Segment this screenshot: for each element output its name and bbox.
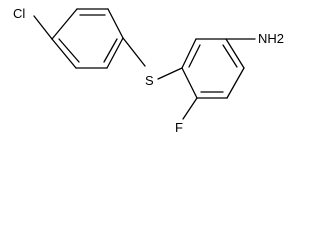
fluorine-label: F bbox=[175, 120, 183, 135]
bond bbox=[226, 67, 245, 99]
double-bond-inner bbox=[222, 44, 238, 68]
double-bond-inner bbox=[188, 44, 201, 68]
bond bbox=[51, 8, 78, 40]
sulfur-label: S bbox=[145, 73, 154, 88]
s-c-bond-right bbox=[157, 67, 183, 80]
c-s-bond-left bbox=[122, 37, 146, 67]
double-bond-inner bbox=[58, 38, 80, 63]
aminofluorophenyl-ring bbox=[181, 38, 245, 99]
bond bbox=[225, 38, 245, 69]
bond bbox=[51, 38, 77, 69]
bond bbox=[106, 37, 124, 69]
chlorophenyl-ring bbox=[51, 8, 124, 69]
bond bbox=[181, 67, 198, 99]
amine-label: NH2 bbox=[258, 31, 284, 46]
c-cl-bond bbox=[33, 15, 53, 40]
double-bond-inner bbox=[103, 38, 118, 63]
chlorine-label: Cl bbox=[13, 6, 25, 21]
bond bbox=[181, 38, 197, 69]
bond bbox=[107, 8, 124, 39]
structure-canvas: Cl S NH2 F bbox=[13, 6, 284, 135]
c-f-bond bbox=[182, 97, 198, 120]
